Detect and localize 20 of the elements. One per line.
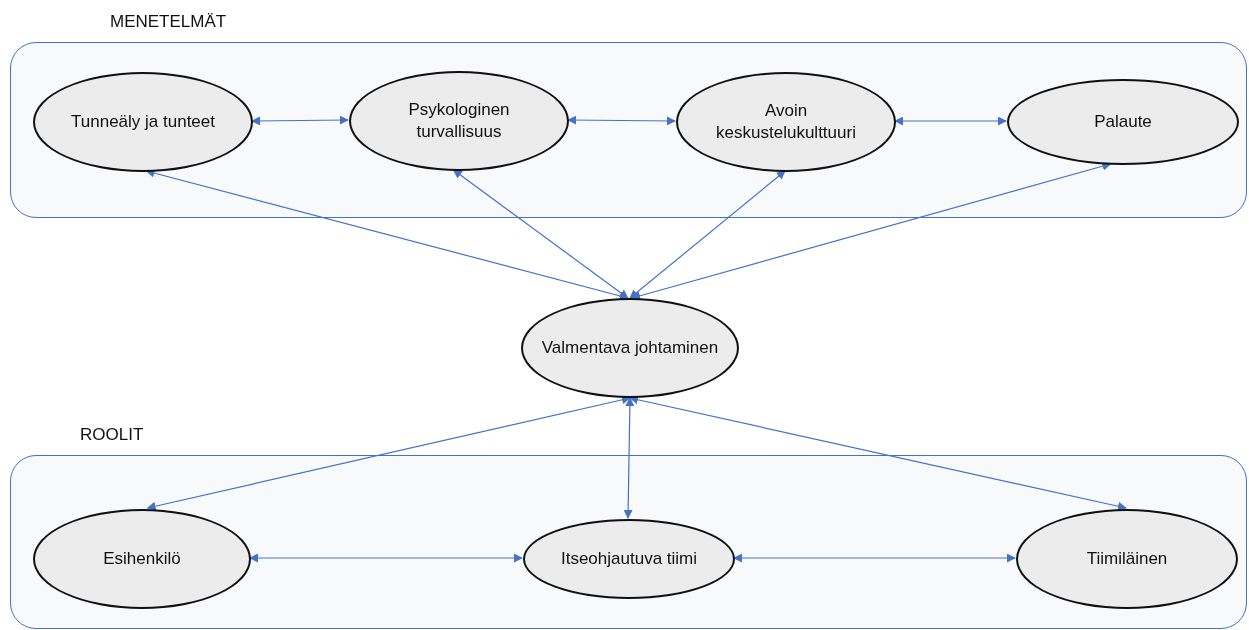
node-label: Tiimiläinen	[1086, 547, 1168, 570]
arrow	[894, 116, 1007, 126]
node-label: Valmentava johtaminen	[541, 336, 719, 359]
node-label: Esihenkilö	[103, 547, 181, 570]
node-label: Tunneäly ja tunteet	[71, 110, 215, 133]
arrow	[733, 553, 1016, 563]
arrow	[249, 553, 523, 563]
arrow	[567, 115, 676, 126]
arrow	[629, 170, 786, 299]
group-heading: ROOLIT	[80, 425, 144, 445]
node-label: Palaute	[1094, 110, 1152, 133]
node-label: Psykologinen turvallisuus	[407, 98, 511, 143]
node-label: Itseohjautuva tiimi	[560, 547, 698, 570]
arrow	[146, 395, 631, 511]
node-label: Avoin keskustelukulttuuri	[715, 99, 857, 144]
arrow	[251, 115, 349, 126]
arrow	[452, 169, 629, 299]
arrow	[629, 395, 1127, 511]
arrow	[623, 397, 635, 519]
group-heading: MENETELMÄT	[110, 12, 227, 32]
